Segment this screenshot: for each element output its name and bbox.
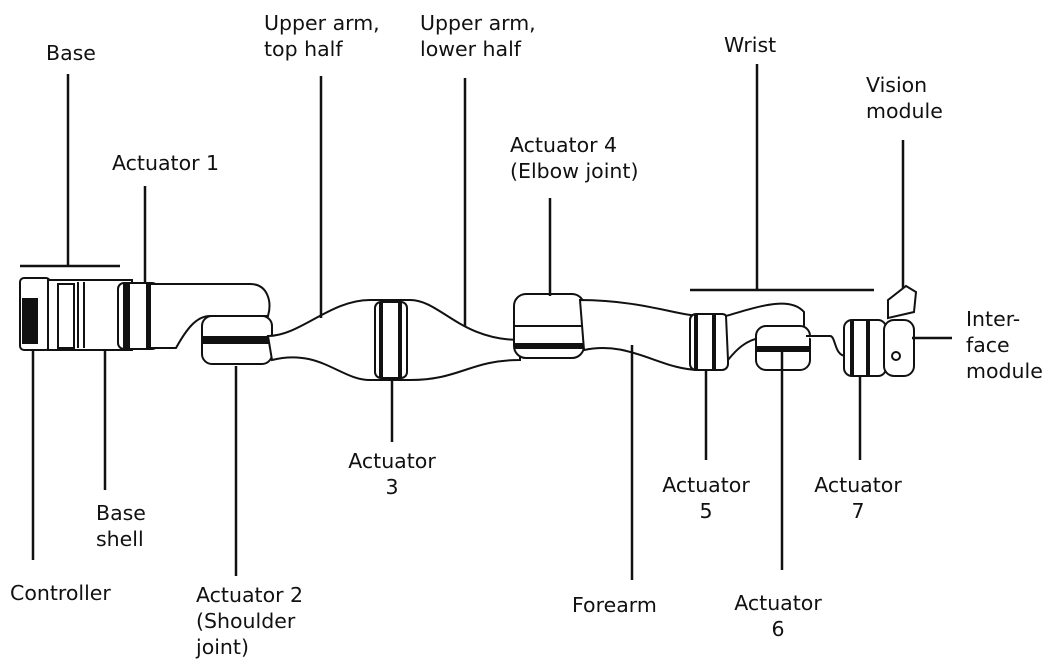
label-actuator-4-line2: (Elbow joint) — [510, 159, 639, 183]
label-upper-arm-top-line1: Upper arm, — [264, 11, 380, 35]
label-actuator-1-text: Actuator 1 — [112, 151, 220, 175]
label-interface-line1: Inter- — [966, 307, 1021, 331]
label-vision-line2: module — [866, 99, 943, 123]
label-actuator-3-line2: 3 — [385, 475, 399, 499]
label-upper-arm-top-line2: top half — [264, 37, 343, 61]
label-actuator-7-line2: 7 — [851, 499, 865, 523]
label-interface-line2: face — [966, 333, 1010, 357]
label-actuator-2: Actuator 2 (Shoulder joint) — [196, 582, 303, 660]
label-base-shell: Base shell — [96, 500, 146, 552]
controller-panel — [22, 298, 38, 344]
label-actuator-6-line1: Actuator — [734, 591, 822, 615]
label-actuator-5: Actuator 5 — [640, 472, 772, 524]
label-vision-line1: Vision — [866, 73, 928, 97]
label-upper-arm-lower-line2: lower half — [420, 37, 522, 61]
label-controller: Controller — [10, 580, 111, 606]
label-actuator-5-line2: 5 — [699, 499, 713, 523]
label-controller-text: Controller — [10, 581, 111, 605]
forearm — [578, 298, 701, 372]
label-actuator-2-line2: (Shoulder — [196, 609, 296, 633]
label-actuator-2-line1: Actuator 2 — [196, 583, 304, 607]
callout-lines — [20, 64, 952, 580]
label-actuator-4: Actuator 4 (Elbow joint) — [510, 132, 638, 184]
label-actuator-2-line3: joint) — [196, 635, 249, 659]
label-upper-arm-top: Upper arm, top half — [264, 10, 380, 62]
label-wrist-text: Wrist — [724, 33, 777, 57]
interface-module-body — [883, 319, 915, 377]
label-base: Base — [46, 40, 96, 66]
label-base-text: Base — [46, 41, 96, 65]
actuator-1-ring — [123, 283, 130, 349]
label-actuator-3: Actuator 3 — [326, 448, 458, 500]
label-interface-module: Inter- face module — [966, 306, 1043, 384]
label-actuator-1: Actuator 1 — [112, 150, 219, 176]
interface-port — [891, 351, 901, 361]
label-upper-arm-lower: Upper arm, lower half — [420, 10, 536, 62]
label-actuator-6: Actuator 6 — [712, 590, 844, 642]
label-actuator-6-line2: 6 — [771, 617, 785, 641]
label-wrist: Wrist — [724, 32, 776, 58]
label-actuator-4-line1: Actuator 4 — [510, 133, 618, 157]
label-upper-arm-lower-line1: Upper arm, — [420, 11, 536, 35]
label-forearm: Forearm — [572, 592, 657, 618]
label-actuator-3-line1: Actuator — [348, 449, 436, 473]
vision-module-body — [887, 284, 918, 320]
label-actuator-7: Actuator 7 — [792, 472, 924, 524]
label-forearm-text: Forearm — [572, 593, 657, 617]
robot-arm-body — [19, 277, 918, 381]
base-shell-grill — [57, 283, 75, 349]
label-vision-module: Vision module — [866, 72, 943, 124]
label-base-shell-line1: Base — [96, 501, 146, 525]
label-interface-line3: module — [966, 359, 1043, 383]
label-actuator-7-line1: Actuator — [814, 473, 902, 497]
label-actuator-5-line1: Actuator — [662, 473, 750, 497]
label-base-shell-line2: shell — [96, 527, 144, 551]
